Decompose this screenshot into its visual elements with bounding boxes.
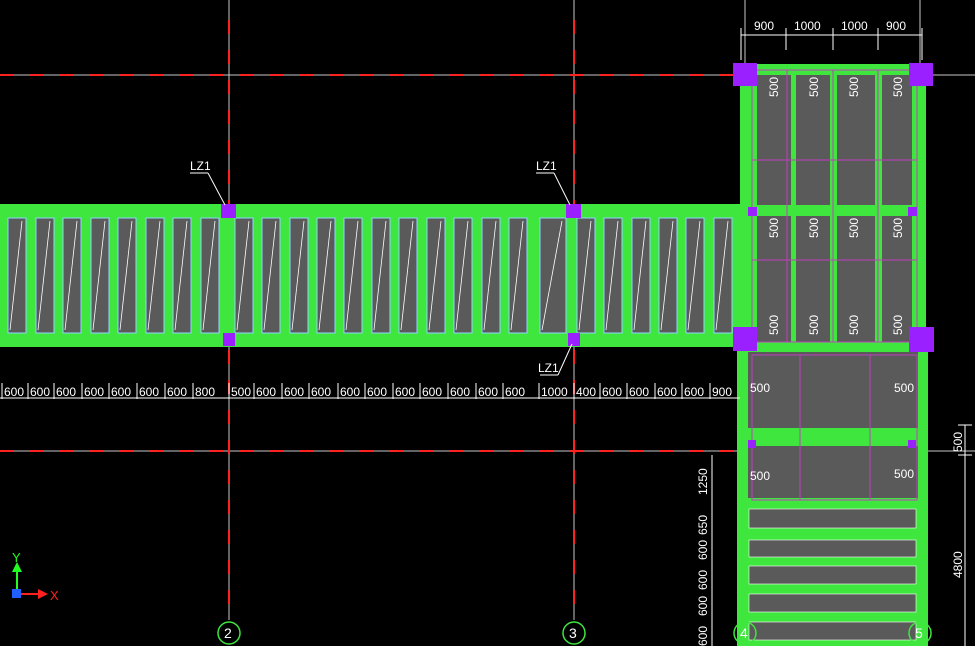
slab-label-5: 500	[807, 218, 821, 238]
left-dim-2: 600	[696, 540, 710, 560]
bottom-dim-16: 600	[450, 385, 470, 399]
slab-strip	[62, 217, 82, 334]
slab-strip	[172, 217, 192, 334]
slab-strip	[289, 217, 309, 334]
slab-strip	[576, 217, 596, 334]
bottom-dim-3: 600	[84, 385, 104, 399]
right-dim-500: 500	[951, 432, 965, 452]
slab-label-6: 500	[847, 218, 861, 238]
bottom-dim-18: 600	[505, 385, 525, 399]
columns[interactable]	[221, 63, 934, 448]
slab-strip	[343, 217, 363, 334]
right-dim-4800: 4800	[951, 551, 965, 578]
ucs-x-label: X	[50, 588, 59, 603]
horizontal-slab-band	[0, 204, 745, 347]
column-label-2: LZ1	[536, 159, 557, 173]
slab-strip	[234, 217, 254, 334]
top-dimension-line	[740, 28, 923, 60]
bottom-dim-1: 600	[30, 385, 50, 399]
bottom-dim-4: 600	[111, 385, 131, 399]
bottom-dim-0: 600	[4, 385, 24, 399]
bottom-dim-17: 600	[478, 385, 498, 399]
bottom-dim-23: 600	[657, 385, 677, 399]
bottom-dim-5: 600	[139, 385, 159, 399]
slab-strip	[481, 217, 501, 334]
slab-strip	[90, 217, 110, 334]
axis-label-4: 4	[740, 625, 748, 641]
bottom-dim-25: 900	[712, 385, 732, 399]
top-dim-3: 900	[886, 19, 906, 33]
slab-strip	[316, 217, 336, 334]
left-dim-0: 1250	[696, 468, 710, 495]
slab-strip	[508, 217, 528, 334]
slab-strip	[261, 217, 281, 334]
left-dim-4: 600	[696, 596, 710, 616]
right-vertical-dimension-line	[958, 424, 972, 646]
top-dim-1: 1000	[794, 19, 821, 33]
bottom-dim-14: 600	[395, 385, 415, 399]
column-label-3: LZ1	[538, 361, 559, 375]
top-dim-2: 1000	[841, 19, 868, 33]
slab-strip	[426, 217, 446, 334]
slab-label-0: 500	[767, 77, 781, 97]
axis-bubbles	[217, 621, 932, 645]
slab-strip	[35, 217, 55, 334]
bottom-dim-12: 600	[340, 385, 360, 399]
ucs-icon	[12, 562, 48, 599]
slab-strip	[117, 217, 137, 334]
slab-label-1: 500	[807, 77, 821, 97]
left-dim-1: 650	[696, 515, 710, 535]
slab-strip	[453, 217, 473, 334]
right-upper-block	[740, 64, 926, 348]
bottom-dim-21: 600	[602, 385, 622, 399]
lower-slab-label-0: 500	[750, 381, 770, 395]
slab-label-11: 500	[891, 315, 905, 335]
slab-strip	[713, 217, 733, 334]
axis-label-5: 5	[915, 625, 923, 641]
bottom-dim-7: 800	[195, 385, 215, 399]
slab-label-9: 500	[807, 315, 821, 335]
lower-slab-label-2: 500	[750, 469, 770, 483]
lower-slab-label-1: 500	[894, 381, 914, 395]
bottom-dim-20: 400	[576, 385, 596, 399]
bottom-dim-2: 600	[56, 385, 76, 399]
slab-strip	[603, 217, 623, 334]
bottom-dim-15: 600	[422, 385, 442, 399]
slab-strip	[200, 217, 220, 334]
slab-label-3: 500	[891, 77, 905, 97]
axis-label-2: 2	[224, 625, 232, 641]
bottom-dim-11: 600	[311, 385, 331, 399]
slab-strip	[658, 217, 678, 334]
bottom-dim-19: 1000	[541, 385, 568, 399]
slab-strip	[398, 217, 418, 334]
lower-slab-label-3: 500	[894, 467, 914, 481]
slab-strip	[685, 217, 705, 334]
bottom-dim-24: 600	[684, 385, 704, 399]
slab-label-7: 500	[891, 218, 905, 238]
bottom-dim-22: 600	[629, 385, 649, 399]
slab-strip	[539, 217, 567, 334]
bottom-dim-6: 600	[167, 385, 187, 399]
slab-strip	[371, 217, 391, 334]
slab-label-10: 500	[847, 315, 861, 335]
bottom-dim-10: 600	[284, 385, 304, 399]
bottom-dim-8: 500	[231, 385, 251, 399]
slab-strip	[145, 217, 165, 334]
ucs-y-label: Y	[12, 550, 21, 565]
axis-label-3: 3	[569, 625, 577, 641]
top-dim-0: 900	[754, 19, 774, 33]
left-dim-3: 600	[696, 570, 710, 590]
column-labels	[190, 172, 573, 376]
left-dim-5: 600	[696, 626, 710, 646]
slab-strip	[7, 217, 27, 334]
slab-strip	[631, 217, 651, 334]
bottom-dim-9: 600	[256, 385, 276, 399]
slab-label-2: 500	[847, 77, 861, 97]
slab-label-4: 500	[767, 218, 781, 238]
right-lower-block	[737, 345, 928, 646]
slab-label-8: 500	[767, 315, 781, 335]
column-label-1: LZ1	[190, 159, 211, 173]
bottom-dim-13: 600	[367, 385, 387, 399]
